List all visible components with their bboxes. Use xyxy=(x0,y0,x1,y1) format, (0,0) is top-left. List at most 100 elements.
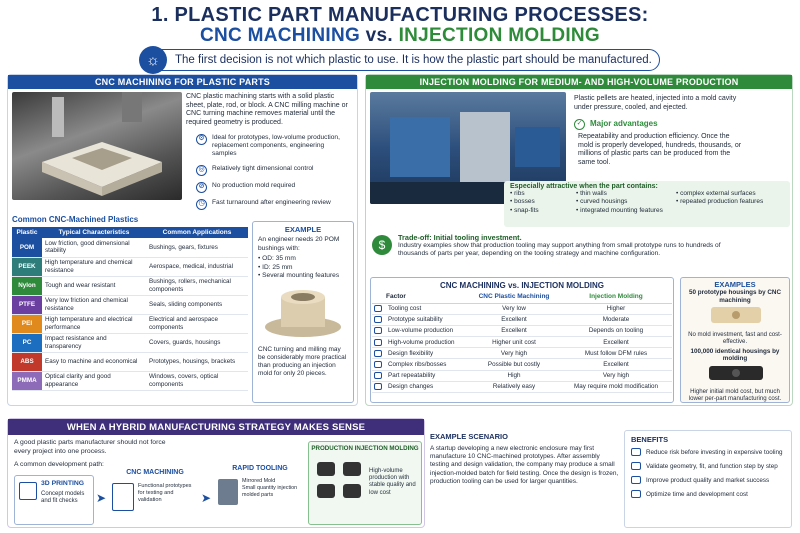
step-production-molding: PRODUCTION INJECTION MOLDING High-volume… xyxy=(308,441,422,525)
plastic-name: ABS xyxy=(12,352,42,372)
title-injection: INJECTION MOLDING xyxy=(398,25,601,46)
cmp-injection: Higher xyxy=(560,303,672,315)
benefits-panel: BENEFITS Reduce risk before investing in… xyxy=(624,430,792,528)
plastic-characteristics: Easy to machine and economical xyxy=(42,352,146,372)
injection-intro: Plastic pellets are heated, injected int… xyxy=(574,95,737,111)
coins-icon: $ xyxy=(372,235,392,255)
cnc-example-bullet: • Several mounting features xyxy=(258,272,340,280)
attractive-item: • thin walls xyxy=(576,190,607,197)
cmp-injection: Moderate xyxy=(560,314,672,326)
step-3d-printing: 3D PRINTING Concept models and fit check… xyxy=(14,475,94,525)
benefit-item: Improve product quality and market succe… xyxy=(631,476,785,484)
cnc-example-title: EXAMPLE xyxy=(284,225,322,234)
plastic-applications: Windows, covers, optical components xyxy=(146,371,248,391)
cnc-photo xyxy=(12,92,182,200)
attractive-item: • curved housings xyxy=(576,198,628,206)
benefit-item: Optimize time and development cost xyxy=(631,490,785,498)
comparison-title: CNC MACHINING vs. INJECTION MOLDING xyxy=(439,281,604,290)
attractive-col-1: • ribs • bosses • snap-fits xyxy=(510,190,539,215)
main-title: 1. PLASTIC PART MANUFACTURING PROCESSES: xyxy=(151,4,649,26)
prototype-housing-image xyxy=(711,307,761,323)
col-plastic: Plastic xyxy=(12,227,42,238)
plastic-characteristics: High temperature and electrical performa… xyxy=(42,314,146,334)
plastic-name: Nylon xyxy=(12,276,42,296)
attractive-col-2: • thin walls • curved housings • integra… xyxy=(576,190,663,215)
cmp-injection: May require mold modification xyxy=(560,381,672,394)
arrow-icon: ➤ xyxy=(201,491,212,505)
step-cnc-machining: CNC MACHINING Functional prototypes for … xyxy=(110,469,200,525)
examples-box: EXAMPLES 50 prototype housings by CNC ma… xyxy=(680,277,790,403)
factor-icon xyxy=(374,305,382,312)
example2-title: 100,000 identical housings by molding xyxy=(690,347,780,363)
attractive-item: • snap-fits xyxy=(510,206,539,214)
comparison-table: Factor CNC Plastic Machining Injection M… xyxy=(372,291,672,394)
step-rapid-tooling: RAPID TOOLING Mirrored Mold Small quanti… xyxy=(214,465,306,525)
main-subtitle-heading: CNC MACHINING vs. INJECTION MOLDING xyxy=(0,25,800,46)
scenario-text: A startup developing a new electronic en… xyxy=(430,445,619,485)
example1-note: No mold investment, fast and cost-effect… xyxy=(688,331,782,346)
plastic-applications: Prototypes, housings, brackets xyxy=(146,352,248,372)
col-applications: Common Applications xyxy=(146,227,248,238)
feature-no-mold: ⊘No production mold required xyxy=(196,182,348,193)
factor-icon xyxy=(374,360,382,368)
factor-icon xyxy=(374,383,382,391)
cnc-panel: CNC MACHINING FOR PLASTIC PARTS CNC plas… xyxy=(7,74,358,406)
plastic-characteristics: High temperature and chemical resistance xyxy=(42,257,146,277)
cnc-intro: CNC plastic machining starts with a soli… xyxy=(186,93,348,126)
factor-icon xyxy=(374,316,382,324)
cmp-injection: Depends on tooling xyxy=(560,325,672,338)
plastic-characteristics: Low friction, good dimensional stability xyxy=(42,238,146,258)
benefit-item: Reduce risk before investing in expensiv… xyxy=(631,448,785,456)
gear-icon: ⚙ xyxy=(196,134,207,145)
check-list-icon xyxy=(631,462,641,470)
feature-tolerance: ◎Relatively tight dimensional control xyxy=(196,165,348,176)
advantages-text: Repeatability and production efficiency.… xyxy=(578,133,742,166)
printer-icon xyxy=(19,482,37,500)
cnc-machine-icon xyxy=(112,483,134,511)
cmp-col-factor: Factor xyxy=(386,291,468,304)
target-icon: ◎ xyxy=(196,165,207,176)
lightbulb-icon: ☼ xyxy=(139,46,167,74)
tool-label: Mirrored Mold xyxy=(242,478,276,484)
cmp-col-cnc: CNC Plastic Machining xyxy=(468,291,560,304)
no-mold-icon: ⊘ xyxy=(196,182,207,193)
plastic-applications: Seals, sliding components xyxy=(146,295,248,315)
plastic-name: PEEK xyxy=(12,257,42,277)
subtitle-banner: ☼ The first decision is not which plasti… xyxy=(139,46,660,74)
attractive-item: • integrated mounting features xyxy=(576,206,663,214)
plastic-applications: Electrical and aerospace components xyxy=(146,314,248,334)
mold-icon xyxy=(218,479,238,505)
cmp-factor: Prototype suitability xyxy=(386,314,468,326)
feature-turnaround: ◷Fast turnaround after engineering revie… xyxy=(196,199,348,210)
step-title: PRODUCTION INJECTION MOLDING xyxy=(311,445,419,452)
attractive-item: • repeated production features xyxy=(676,198,764,206)
cmp-factor: Low-volume production xyxy=(386,325,468,338)
cmp-cnc: Very high xyxy=(468,347,560,360)
plastic-applications: Aerospace, medical, industrial xyxy=(146,257,248,277)
shield-icon xyxy=(631,448,641,456)
plastic-name: POM xyxy=(12,238,42,258)
plastics-table-title: Common CNC-Machined Plastics xyxy=(12,215,139,224)
cnc-machined-part-image xyxy=(42,92,162,196)
clock-icon: ◷ xyxy=(196,199,207,210)
cnc-example-box: EXAMPLE An engineer needs 20 POM bushing… xyxy=(252,221,354,403)
cnc-example-note: CNC turning and milling may be considera… xyxy=(258,345,347,377)
arrow-icon: ➤ xyxy=(96,491,107,505)
cmp-cnc: Possible but costly xyxy=(468,358,560,371)
clock-icon xyxy=(631,490,641,498)
step-text: Functional prototypes for testing and va… xyxy=(138,483,192,503)
step-text: High-volume production with stable quali… xyxy=(369,468,416,496)
tradeoff-block: $ Trade-off: Initial tooling investment.… xyxy=(372,233,722,258)
plastic-characteristics: Very low friction and chemical resistanc… xyxy=(42,295,146,315)
cnc-example-bullet: • OD: 35 mm xyxy=(258,255,296,263)
subtitle-text: The first decision is not which plastic … xyxy=(175,54,652,66)
